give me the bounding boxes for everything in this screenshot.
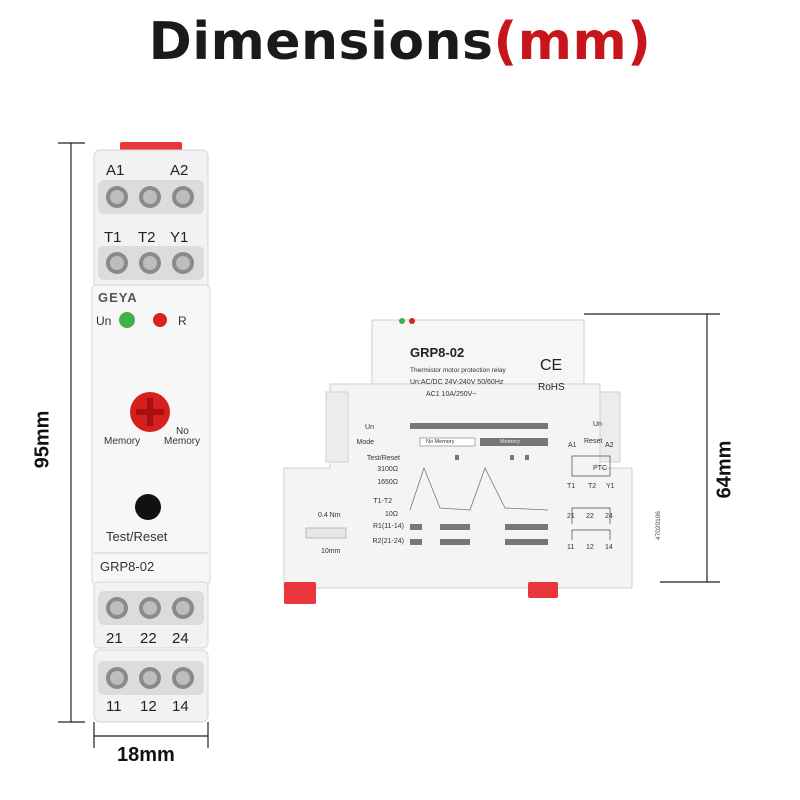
chart-row-3100: 3100Ω	[377, 466, 398, 473]
side-desc-label: Thermistor motor protection relay	[410, 367, 506, 374]
wiring-un-label: Un	[593, 421, 602, 428]
wiring-t2-label: T2	[588, 483, 596, 490]
din-clip-right	[528, 582, 558, 598]
wiring-t1-label: T1	[567, 483, 575, 490]
din-clip-left	[284, 582, 316, 604]
title-unit: (mm)	[493, 12, 652, 72]
chart-row-t1t2: T1-T2	[373, 498, 392, 505]
led-un-label: Un	[96, 314, 111, 328]
chart-row-mode: Mode	[356, 439, 374, 446]
brand-logo: GEYA	[98, 290, 138, 305]
rohs-mark: RoHS	[538, 382, 565, 393]
chart-row-un: Un	[365, 424, 374, 431]
wire-strip-icon	[305, 527, 347, 539]
terminal-y1-label: Y1	[170, 229, 188, 246]
wiring-22-label: 22	[586, 513, 594, 520]
chart-row-10: 10Ω	[385, 511, 398, 518]
terminal-12-label: 12	[140, 698, 157, 715]
mode-memory-label: Memory	[500, 439, 520, 445]
strip-length-label: 10mm	[321, 548, 341, 555]
chart-row-r1: R1(11-14)	[373, 523, 404, 530]
terminal-21-label: 21	[106, 630, 123, 647]
terminal-a2-label: A2	[170, 162, 188, 179]
wiring-12-label: 12	[586, 544, 594, 551]
wiring-y1-label: Y1	[606, 483, 615, 490]
led-r-label: R	[178, 314, 187, 328]
wiring-11-label: 11	[567, 544, 574, 551]
wiring-reset-label: Reset	[584, 438, 602, 445]
page-title: Dimensions(mm)	[0, 12, 800, 72]
knob-no-label: No	[176, 426, 189, 437]
knob-no-memory-label: Memory	[164, 436, 200, 447]
terminal-t2-label: T2	[138, 229, 156, 246]
side-supply-label: Un:AC/DC 24V-240V 50/60Hz	[410, 379, 504, 386]
wiring-14-label: 14	[605, 544, 613, 551]
timing-chart	[409, 423, 549, 545]
terminal-t1-label: T1	[104, 229, 122, 246]
wiring-21-label: 21	[567, 513, 575, 520]
wiring-a2-label: A2	[605, 442, 614, 449]
torque-label: 0.4 Nm	[318, 512, 341, 519]
led-green-icon	[119, 312, 135, 328]
side-model-label: GRP8-02	[410, 345, 464, 360]
mode-no-memory-label: No Memory	[426, 439, 455, 445]
terminal-11-label: 11	[106, 698, 122, 715]
wiring-diagram	[571, 455, 611, 540]
chart-row-test-reset: Test/Reset	[367, 455, 400, 462]
terminal-14-label: 14	[172, 698, 189, 715]
ce-mark: CE	[540, 357, 562, 374]
terminal-a1-label: A1	[106, 162, 124, 179]
width-dimension-label: 18mm	[117, 744, 175, 766]
test-reset-button[interactable]	[135, 494, 161, 520]
test-reset-label: Test/Reset	[106, 529, 168, 544]
serial-number: 47020106	[655, 511, 662, 540]
screw-row-bottom-2	[98, 661, 204, 695]
screw-row-mid	[98, 246, 204, 280]
side-contact-label: AC1 10A/250V~	[426, 391, 476, 398]
model-label: GRP8-02	[100, 559, 154, 574]
wiring-a1-label: A1	[568, 442, 577, 449]
wiring-ptc-label: PTC	[593, 465, 607, 472]
screw-row-bottom-1	[98, 591, 204, 625]
terminal-24-label: 24	[172, 630, 189, 647]
wiring-24-label: 24	[605, 513, 613, 520]
chart-row-1650: 1650Ω	[377, 479, 398, 486]
led-red-icon	[153, 313, 167, 327]
title-main: Dimensions	[148, 12, 494, 72]
terminal-22-label: 22	[140, 630, 157, 647]
chart-row-r2: R2(21-24)	[372, 538, 404, 545]
screw-row-top	[98, 180, 204, 214]
knob-memory-label: Memory	[104, 436, 140, 447]
